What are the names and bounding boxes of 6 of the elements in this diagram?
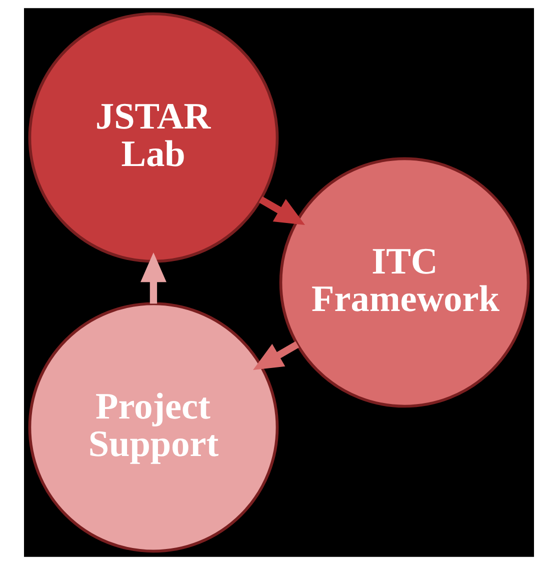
arrow xyxy=(252,341,299,370)
arrow xyxy=(258,196,305,226)
node-circle: Project Support xyxy=(28,302,278,553)
arrow xyxy=(140,252,166,304)
node-circle: ITC Framework xyxy=(278,157,530,408)
node-circle: JSTAR Lab xyxy=(28,12,278,263)
